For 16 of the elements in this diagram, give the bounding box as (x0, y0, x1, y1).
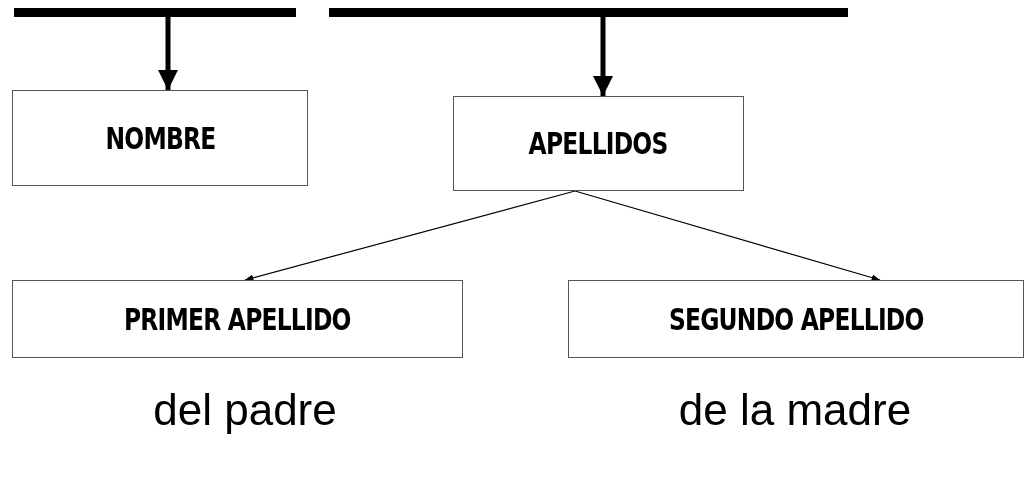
name-box (453, 96, 744, 191)
arrow (158, 17, 178, 90)
origin-note: de la madre (678, 385, 912, 435)
arrow (574, 190, 881, 281)
box-label: SEGUNDO APELLIDO (668, 301, 924, 337)
box-label: NOMBRE (105, 120, 215, 156)
name-box (12, 280, 463, 358)
origin-note: del padre (153, 385, 337, 435)
name-box (568, 280, 1024, 358)
name-box (12, 90, 308, 186)
horizontal-bar (14, 8, 296, 17)
arrow (593, 17, 613, 96)
horizontal-bar (329, 8, 848, 17)
box-label: APELLIDOS (529, 126, 668, 161)
arrow (244, 190, 576, 282)
box-label: PRIMER APELLIDO (124, 301, 351, 337)
